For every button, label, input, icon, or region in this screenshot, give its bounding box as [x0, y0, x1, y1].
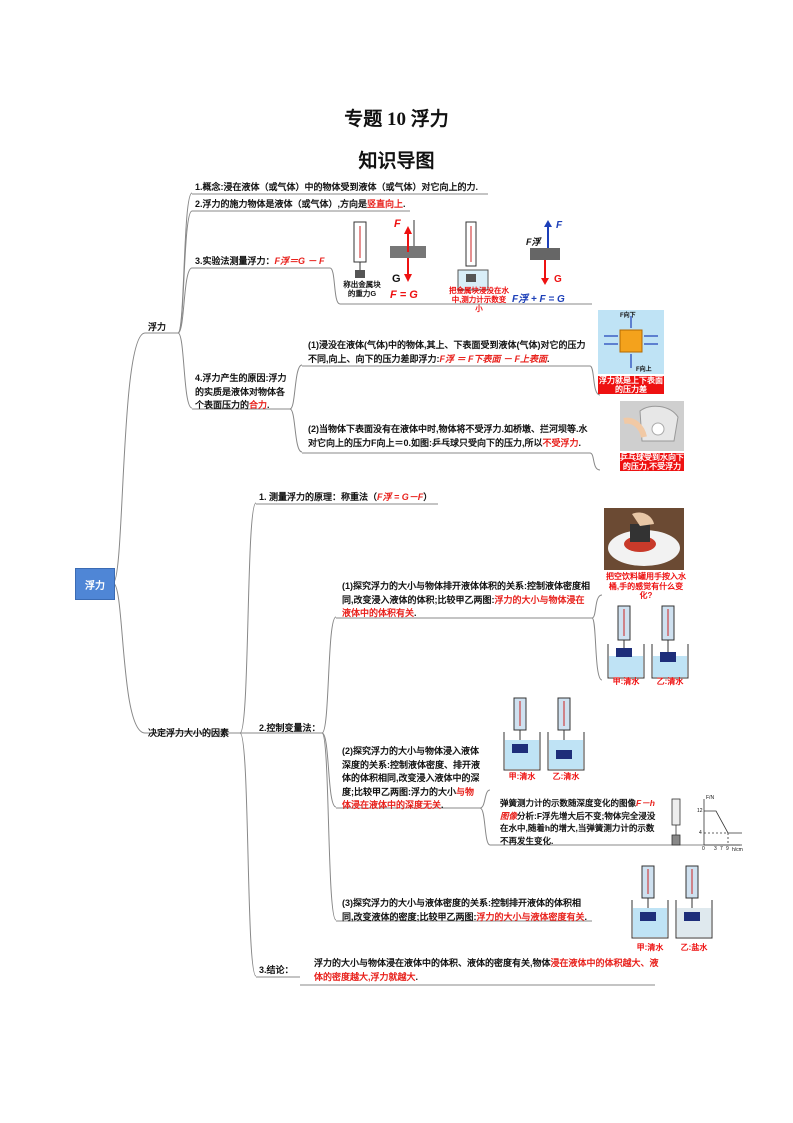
exp1-beakers	[604, 600, 692, 680]
control-label: 2.控制变量法：	[259, 723, 321, 733]
bucket-photo	[604, 508, 684, 570]
exp1-label-yi: 乙:清水	[656, 677, 684, 686]
conclusion-label: 3.结论：	[259, 965, 294, 975]
exp3-label-jia: 甲:清水	[636, 943, 664, 952]
connector-root-branch1	[112, 332, 146, 584]
force-label-f-right: F	[556, 220, 563, 231]
direction-text: 2.浮力的施力物体是液体（或气体）,方向是竖直向上.	[195, 199, 406, 209]
page-title: 专题 10 浮力	[344, 109, 449, 130]
equation-buoyancy: F浮 + F = G	[512, 294, 565, 305]
graph-xtick: 3	[714, 846, 717, 852]
graph-ylabel: F/N	[706, 795, 715, 801]
cause2-text: (2)当物体下表面没有在液体中时,物体将不受浮力.如桥墩、拦河坝等.水对它向上的…	[308, 424, 588, 448]
caption-weigh: 称出金属块的重力G	[343, 280, 381, 298]
exp3-beakers	[628, 862, 716, 940]
measure-text: 3.实验法测量浮力：F浮＝G － F	[195, 256, 325, 266]
f-h-graph: F/N h/cm 12 4 0 3 7 9	[664, 795, 744, 857]
concept-text: 1.概念:浸在液体（或气体）中的物体受到液体（或气体）对它向上的力.	[195, 182, 479, 192]
page-subtitle: 知识导图	[358, 151, 435, 172]
graph-note: 弹簧测力计的示数随深度变化的图像F－h图像分析:F浮先增大后不变;物体完全浸没在…	[500, 798, 656, 846]
caption-immerse: 把金属块浸没在水中,测力计示数变小	[449, 286, 509, 313]
exp1-text: (1)探究浮力的大小与物体排开液体体积的关系:控制液体密度相同,改变浸入液体的体…	[342, 581, 590, 618]
force-label-f: F	[394, 218, 401, 230]
exp2-beakers	[500, 694, 588, 772]
branch2-label: 决定浮力大小的因素	[148, 728, 230, 738]
principle-text: 1. 测量浮力的原理：称重法（F浮 = G－F）	[259, 492, 433, 502]
cube-pressure-figure: F向下 F向上	[598, 310, 664, 374]
connector-root-branch2	[112, 582, 146, 734]
cause-text: 4.浮力产生的原因:浮力的实质是液体对物体各个表面压力的合力.	[195, 373, 287, 410]
equation-f-equals-g: F = G	[390, 289, 418, 301]
cube-label-up: F向上	[636, 367, 652, 373]
exp3-label-yi: 乙:盐水	[680, 943, 708, 952]
root-node: 浮力	[75, 568, 115, 600]
exp1-label-jia: 甲:清水	[612, 677, 640, 686]
graph-xtick: 9	[726, 846, 729, 852]
force-label-g-right: G	[554, 274, 562, 285]
graph-xlabel: h/cm	[732, 847, 743, 853]
conclusion-text: 浮力的大小与物体浸在液体中的体积、液体的密度有关,物体浸在液体中的体积越大、液体…	[314, 958, 659, 982]
cube-caption: 浮力就是上下表面的压力差	[598, 376, 664, 394]
graph-ytick: 12	[697, 808, 703, 814]
exp2-text: (2)探究浮力的大小与物体浸入液体深度的关系:控制液体密度、排开液体的体积相同,…	[342, 746, 480, 810]
cube-label-down: F向下	[620, 313, 636, 319]
exp2-label-yi: 乙:清水	[552, 772, 580, 781]
pingpong-photo	[620, 401, 684, 451]
force-label-fbuoy: F浮	[526, 237, 541, 247]
graph-xtick: 7	[720, 846, 723, 852]
pingpong-caption: 乒乓球受到水向下的压力,不受浮力	[620, 453, 684, 471]
graph-xtick: 0	[702, 846, 705, 852]
cause1-text: (1)浸没在液体(气体)中的物体,其上、下表面受到液体(气体)对它的压力不同,向…	[308, 340, 586, 364]
branch1-label: 浮力	[148, 322, 167, 332]
force-label-g: G	[392, 273, 401, 285]
graph-ytick: 4	[699, 830, 702, 836]
bucket-caption: 把空饮料罐用手按入水桶,手的感觉有什么变化?	[606, 572, 686, 600]
exp2-label-jia: 甲:清水	[508, 772, 536, 781]
exp3-text: (3)探究浮力的大小与液体密度的关系:控制排开液体的体积相同,改变液体的密度;比…	[342, 898, 588, 922]
measure-figures: 称出金属块的重力G F G F = G 把金属块浸没在水中,测力计示数变小 F …	[340, 218, 595, 313]
